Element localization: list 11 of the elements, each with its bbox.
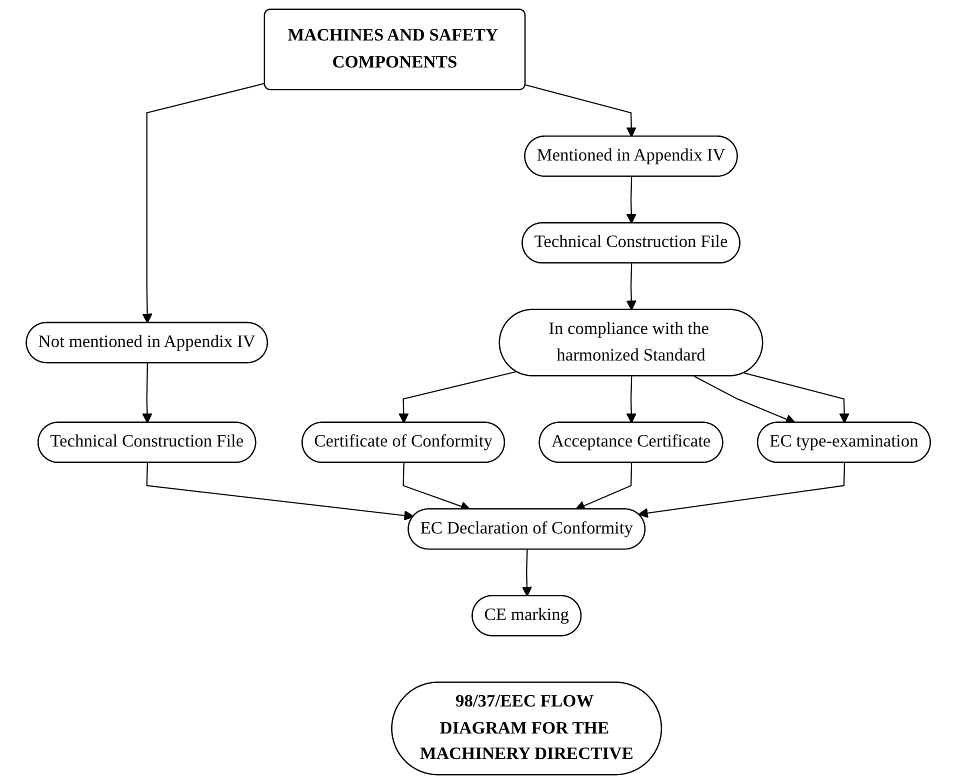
arrow [626, 176, 636, 224]
arrow [626, 263, 636, 310]
arrow [638, 462, 845, 518]
arrow [146, 462, 414, 521]
arrow [142, 363, 152, 424]
arrow [522, 550, 532, 597]
arrow [525, 84, 636, 138]
arrow [142, 82, 265, 324]
arrow [626, 376, 636, 424]
arrow [744, 372, 850, 424]
arrow [398, 371, 516, 424]
